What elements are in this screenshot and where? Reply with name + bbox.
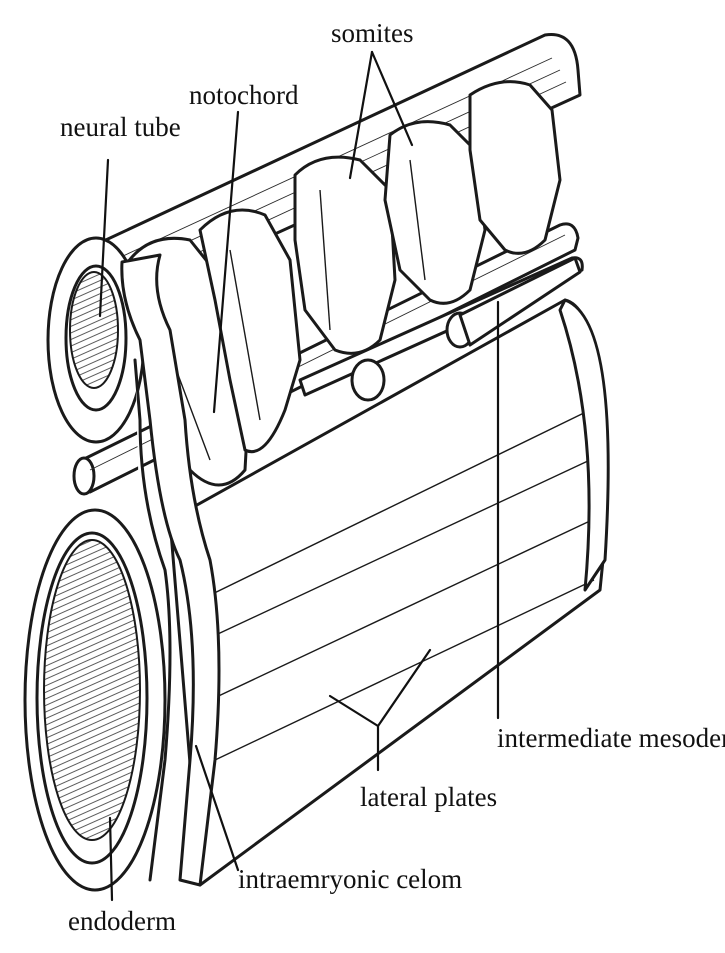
label-notochord: notochord (189, 80, 299, 110)
leader-somites-b (370, 50, 414, 147)
leader-neural-tube (98, 158, 110, 318)
somite-blocks (126, 80, 562, 487)
label-intraembryonic-celom: intraemryonic celom (238, 864, 462, 894)
labels: somites notochord neural tube intermedia… (60, 18, 725, 936)
label-endoderm: endoderm (68, 906, 176, 936)
leader-endoderm (108, 816, 114, 902)
label-lateral-plates: lateral plates (360, 782, 497, 812)
leader-celom (194, 744, 240, 872)
leader-notochord (212, 110, 240, 414)
leader-lateral-plates-b (376, 648, 432, 728)
label-somites: somites (331, 18, 414, 48)
label-intermediate-mesoderm: intermediate mesoderm (497, 723, 725, 753)
label-neural-tube: neural tube (60, 112, 181, 142)
endoderm-shape (23, 508, 167, 892)
leader-lines (98, 50, 500, 902)
leader-somites-a (348, 50, 374, 180)
intermediate-mesoderm-shape (350, 256, 582, 402)
leader-lateral-plates-a (328, 694, 380, 728)
